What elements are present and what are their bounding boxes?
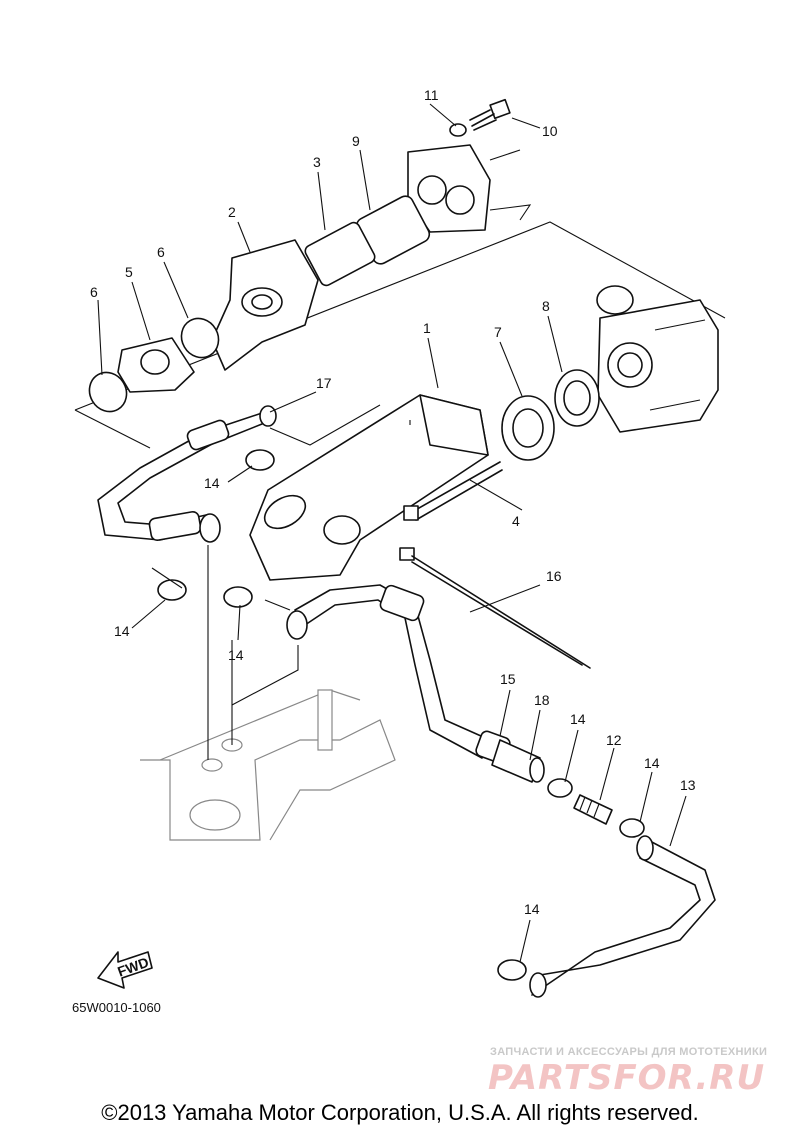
callout-17: 17 <box>316 375 332 391</box>
callout-14b: 14 <box>114 623 130 639</box>
callout-16: 16 <box>546 568 562 584</box>
fwd-arrow-icon: FWD <box>97 951 153 989</box>
watermark-logo: PARTSFOR.RU <box>488 1058 766 1098</box>
part-14-clamp-b <box>157 579 187 601</box>
callout-5: 5 <box>125 264 133 280</box>
part-5-flange <box>117 337 195 393</box>
callout-6a: 6 <box>90 284 98 300</box>
part-6-oring-a <box>180 317 220 359</box>
leader-lines <box>97 103 687 963</box>
carburetor <box>596 285 719 433</box>
part-14-clamp-a <box>245 449 275 471</box>
callout-9: 9 <box>352 133 360 149</box>
part-11-washer <box>449 123 467 137</box>
callout-14e: 14 <box>644 755 660 771</box>
callout-15: 15 <box>500 671 516 687</box>
callout-6b: 6 <box>157 244 165 260</box>
callout-8: 8 <box>542 298 550 314</box>
callout-11: 11 <box>424 87 439 103</box>
part-13-hose <box>529 835 716 998</box>
part-4-bolt <box>403 461 503 521</box>
callout-14a: 14 <box>204 475 220 491</box>
part-8-ring-inner <box>563 380 591 416</box>
part-18-connector <box>491 739 545 783</box>
part-7-gasket-inner <box>512 408 544 448</box>
part-14-clamp-f <box>497 959 527 981</box>
part-6-oring-b <box>88 371 128 413</box>
callout-14d: 14 <box>570 711 586 727</box>
intake-flange <box>407 144 532 233</box>
part-14-clamp-d <box>547 778 573 798</box>
part-2-joint <box>211 239 319 371</box>
part-3-plate <box>304 221 376 287</box>
fwd-label: FWD <box>115 954 150 980</box>
guide-lines <box>151 404 411 760</box>
copyright-footer: ©2013 Yamaha Motor Corporation, U.S.A. A… <box>101 1100 699 1125</box>
callout-7: 7 <box>494 324 502 340</box>
part-10-bolt <box>469 98 511 131</box>
callout-4: 4 <box>512 513 520 529</box>
callout-3: 3 <box>313 154 321 170</box>
part-14-clamp-c <box>223 586 253 608</box>
part-15-hose <box>286 584 511 764</box>
callout-12: 12 <box>606 732 622 748</box>
drawing-code: 65W0010-1060 <box>72 1000 161 1015</box>
watermark-tagline: ЗАПЧАСТИ И АКСЕССУАРЫ ДЛЯ МОТОТЕХНИКИ <box>490 1046 768 1058</box>
callout-18: 18 <box>534 692 550 708</box>
callout-10: 10 <box>542 123 558 139</box>
callout-14f: 14 <box>524 901 540 917</box>
part-8-ring <box>554 369 600 427</box>
engine-block <box>140 689 396 841</box>
part-16-cable-tie <box>399 547 591 669</box>
section-boundary-lower <box>74 409 151 449</box>
callout-1: 1 <box>423 320 431 336</box>
part-1-silencer <box>249 394 489 581</box>
callout-14c: 14 <box>228 647 244 663</box>
part-7-gasket <box>501 395 555 461</box>
callout-2: 2 <box>228 204 236 220</box>
part-14-clamp-e <box>619 818 645 838</box>
part-12-joint <box>573 794 613 825</box>
callout-13: 13 <box>680 777 696 793</box>
part-17-hose <box>97 405 277 543</box>
